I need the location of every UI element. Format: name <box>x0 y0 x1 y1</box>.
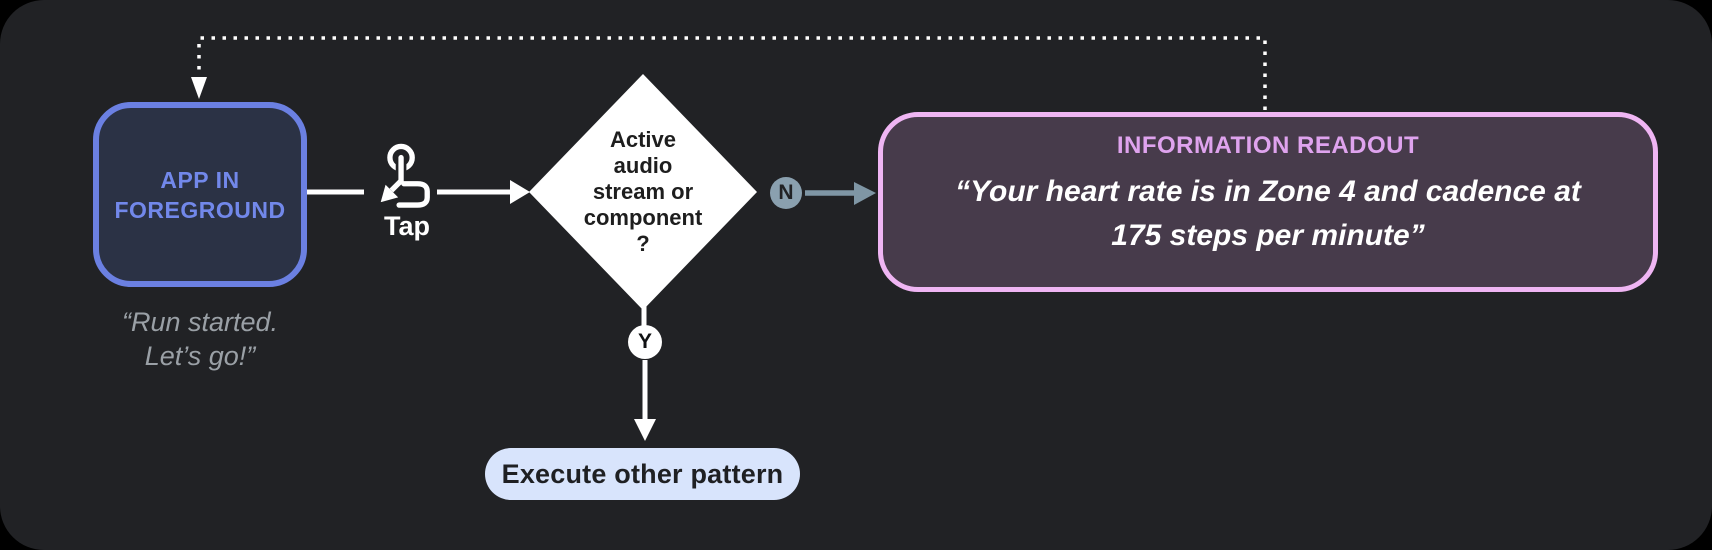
decision-label: Active audio stream or component ? <box>583 127 703 256</box>
execute-other-pattern-label: Execute other pattern <box>501 458 784 489</box>
no-branch-letter: N <box>778 181 794 204</box>
readout-title: INFORMATION READOUT <box>1116 132 1420 159</box>
yes-branch-letter: Y <box>637 330 652 353</box>
information-readout-node: INFORMATION READOUT “Your heart rate is … <box>878 112 1658 292</box>
app-in-foreground-node: APP IN FOREGROUND <box>93 102 307 287</box>
readout-quote: “Your heart rate is in Zone 4 and cadenc… <box>955 175 1581 252</box>
tap-label: Tap <box>384 211 430 241</box>
voice-caption: “Run started. Let’s go!” <box>121 307 279 371</box>
app-in-foreground-label: APP IN FOREGROUND <box>114 166 286 223</box>
execute-other-pattern-node: Execute other pattern <box>485 448 800 500</box>
tap-gesture-icon <box>380 143 430 208</box>
yes-branch-badge: Y <box>628 325 662 359</box>
no-branch-badge: N <box>770 177 802 209</box>
